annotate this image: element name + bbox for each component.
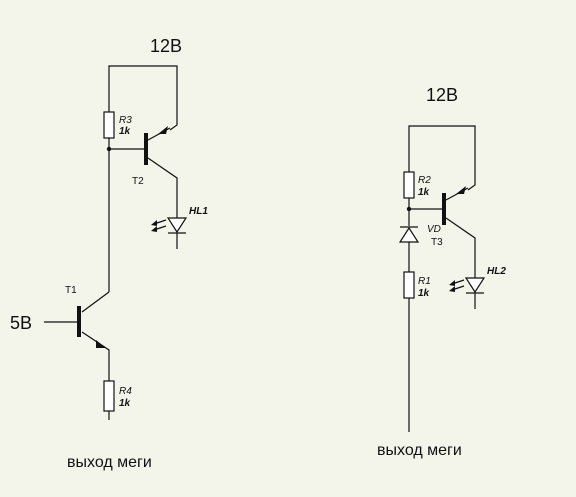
right-output-label: выход меги (377, 442, 462, 459)
zener-vd-triangle (398, 226, 420, 243)
r1-value-label: 1k (418, 288, 430, 299)
right-supply-label: 12В (426, 85, 458, 105)
r3-value-label: 1k (119, 126, 131, 137)
resistor-r3 (103, 111, 115, 139)
input-5v-label: 5В (10, 313, 32, 333)
t3-emitter-arrow (456, 186, 466, 194)
r3-name-label: R3 (119, 115, 132, 126)
led-hl2-triangle (464, 277, 486, 294)
t1-label: T1 (65, 285, 77, 296)
r2-value-label: 1k (418, 187, 430, 198)
t1-collector-wire (81, 291, 110, 313)
left-supply-wire (108, 65, 178, 131)
led-hl1-triangle (166, 217, 188, 234)
t2-collector-wire (147, 157, 178, 218)
r4-value-label: 1k (119, 398, 131, 409)
left-output-label: выход меги (67, 454, 152, 471)
t1-emitter-arrow (96, 340, 106, 348)
right-supply-wire (408, 125, 476, 191)
t3-collector-wire (445, 217, 476, 278)
vd-label: VD (427, 224, 441, 235)
t3-label: T3 (431, 237, 443, 248)
right-circuit: 12В R2 1k VD T3 R1 1k HL2 выход меги (377, 85, 506, 459)
resistor-r4 (103, 380, 115, 412)
led-hl1-light-head-1 (151, 220, 157, 226)
r1-name-label: R1 (418, 276, 431, 287)
r2-name-label: R2 (418, 175, 431, 186)
left-supply-label: 12В (150, 36, 182, 56)
led-hl2-light-head-1 (449, 280, 455, 286)
r4-name-label: R4 (119, 386, 132, 397)
t2-label: T2 (132, 176, 144, 187)
hl1-label: HL1 (189, 206, 208, 217)
resistor-r2 (403, 171, 415, 199)
led-hl2-light-head-2 (449, 286, 455, 292)
led-hl1-light-head-2 (151, 226, 157, 232)
resistor-r1 (403, 271, 415, 299)
hl2-label: HL2 (487, 266, 506, 277)
t1-emitter-wire (81, 331, 110, 381)
t2-emitter-arrow (158, 126, 168, 134)
left-circuit: 12В R3 1k T2 HL1 T1 5В R4 1k выход меги (10, 36, 208, 471)
